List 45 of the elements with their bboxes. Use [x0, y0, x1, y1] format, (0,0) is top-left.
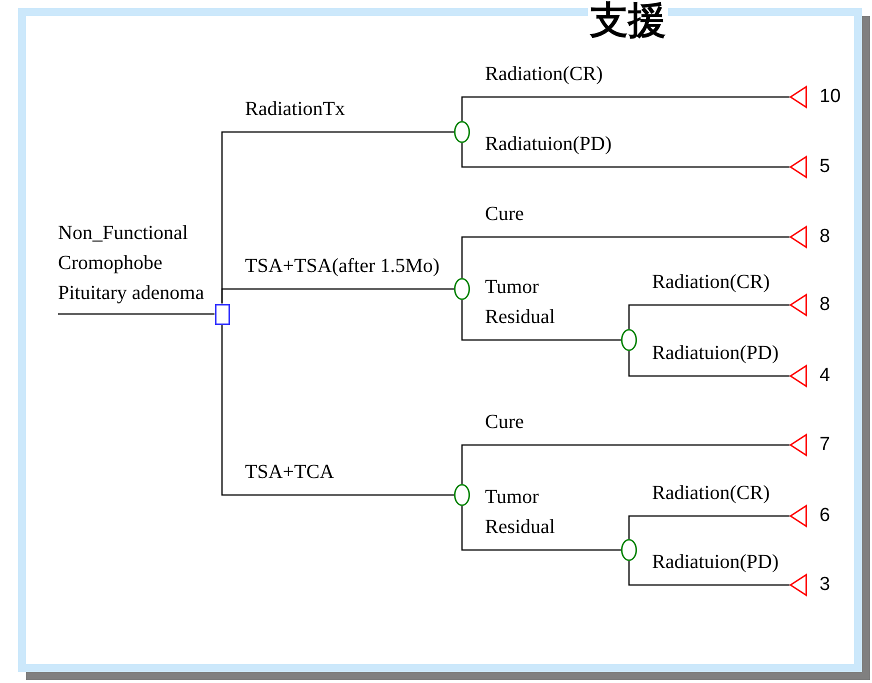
payoff-value: 5: [820, 156, 830, 178]
branch-line: [221, 324, 454, 496]
branch-line: [461, 236, 790, 278]
heading-text: 支援: [588, 0, 668, 40]
branch-label: Radiatuion(PD): [652, 341, 779, 366]
branch-label: Cure: [485, 410, 524, 435]
branch-label: Radiation(CR): [652, 481, 770, 506]
branch-line: [461, 96, 790, 121]
branch-label: RadiationTx: [245, 97, 345, 122]
terminal-triangle: [790, 86, 806, 108]
branch-label: TSA+TCA: [245, 460, 334, 485]
payoff-value: 8: [820, 294, 830, 316]
terminal-triangle: [790, 365, 806, 387]
payoff-value: 7: [820, 434, 830, 456]
branch-line: [461, 506, 621, 551]
branch-label: Tumor Residual: [485, 485, 556, 540]
branch-line: [628, 351, 790, 377]
terminal-triangle: [790, 226, 806, 248]
branch-line: [461, 300, 621, 341]
decision-square: [214, 304, 230, 324]
branch-label: Radiation(CR): [485, 62, 603, 87]
branch-label: Radiatuion(PD): [652, 550, 779, 575]
terminal-triangle: [790, 574, 806, 596]
payoff-value: 4: [820, 365, 830, 387]
branch-line: [58, 313, 214, 315]
branch-label: Radiatuion(PD): [485, 132, 612, 157]
terminal-triangle: [790, 294, 806, 316]
branch-line: [628, 515, 790, 539]
payoff-value: 6: [820, 505, 830, 527]
branch-label: TSA+TSA(after 1.5Mo): [245, 254, 440, 279]
branch-line: [461, 444, 790, 484]
branch-line: [628, 304, 790, 329]
terminal-triangle: [790, 505, 806, 527]
branch-label: Tumor Residual: [485, 275, 556, 330]
branch-label: Radiation(CR): [652, 270, 770, 295]
terminal-triangle: [790, 434, 806, 456]
payoff-value: 8: [820, 226, 830, 248]
branch-label: Cure: [485, 202, 524, 227]
terminal-triangle: [790, 156, 806, 178]
branch-label: Non_Functional Cromophobe Pituitary adenoma: [58, 221, 206, 306]
branch-line: [628, 561, 790, 586]
payoff-value: 10: [820, 86, 841, 108]
branch-line: [461, 143, 790, 168]
payoff-value: 3: [820, 574, 830, 596]
branch-line: [221, 288, 454, 304]
